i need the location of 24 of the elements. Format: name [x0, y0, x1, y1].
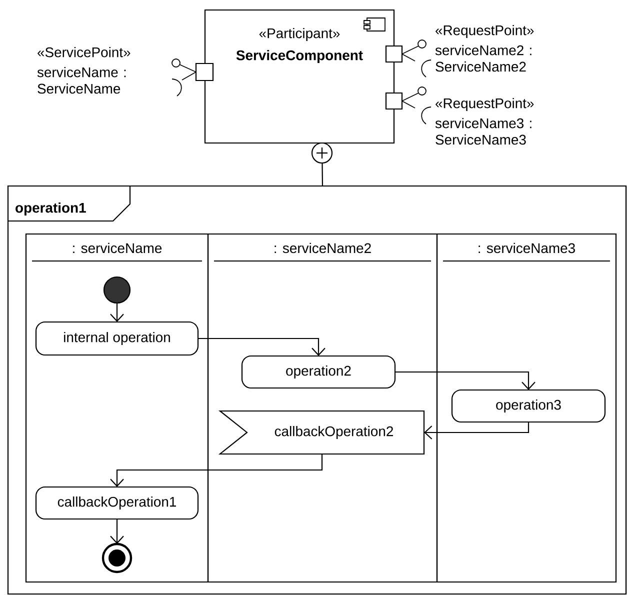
port-label: serviceName : ServiceName [37, 67, 126, 94]
final-node [102, 542, 132, 574]
accept-event: callbackOperation2 [218, 410, 425, 455]
port-label: «ServicePoint» [38, 47, 130, 58]
action-box: operation3 [451, 389, 606, 423]
arrow [110, 454, 323, 487]
arrow [424, 422, 530, 440]
component-box: «Participant» ServiceComponent [204, 9, 395, 144]
port-label: «RequestPoint» [436, 25, 534, 38]
action-box: internal operation [35, 321, 199, 356]
arrow [198, 338, 326, 356]
arrow [311, 142, 333, 186]
initial-node [103, 276, 131, 304]
arrow [110, 303, 124, 322]
arrow [110, 519, 124, 544]
port-square [385, 92, 403, 110]
port-label: «RequestPoint» [436, 98, 534, 111]
port-square [195, 62, 214, 82]
port-label: serviceName2 : ServiceName2 [435, 45, 532, 72]
port-label: serviceName3 : ServiceName3 [435, 118, 532, 145]
action-box: callbackOperation1 [35, 486, 199, 520]
action-box: operation2 [241, 355, 396, 389]
arrow [395, 371, 536, 390]
port-square [385, 45, 403, 63]
